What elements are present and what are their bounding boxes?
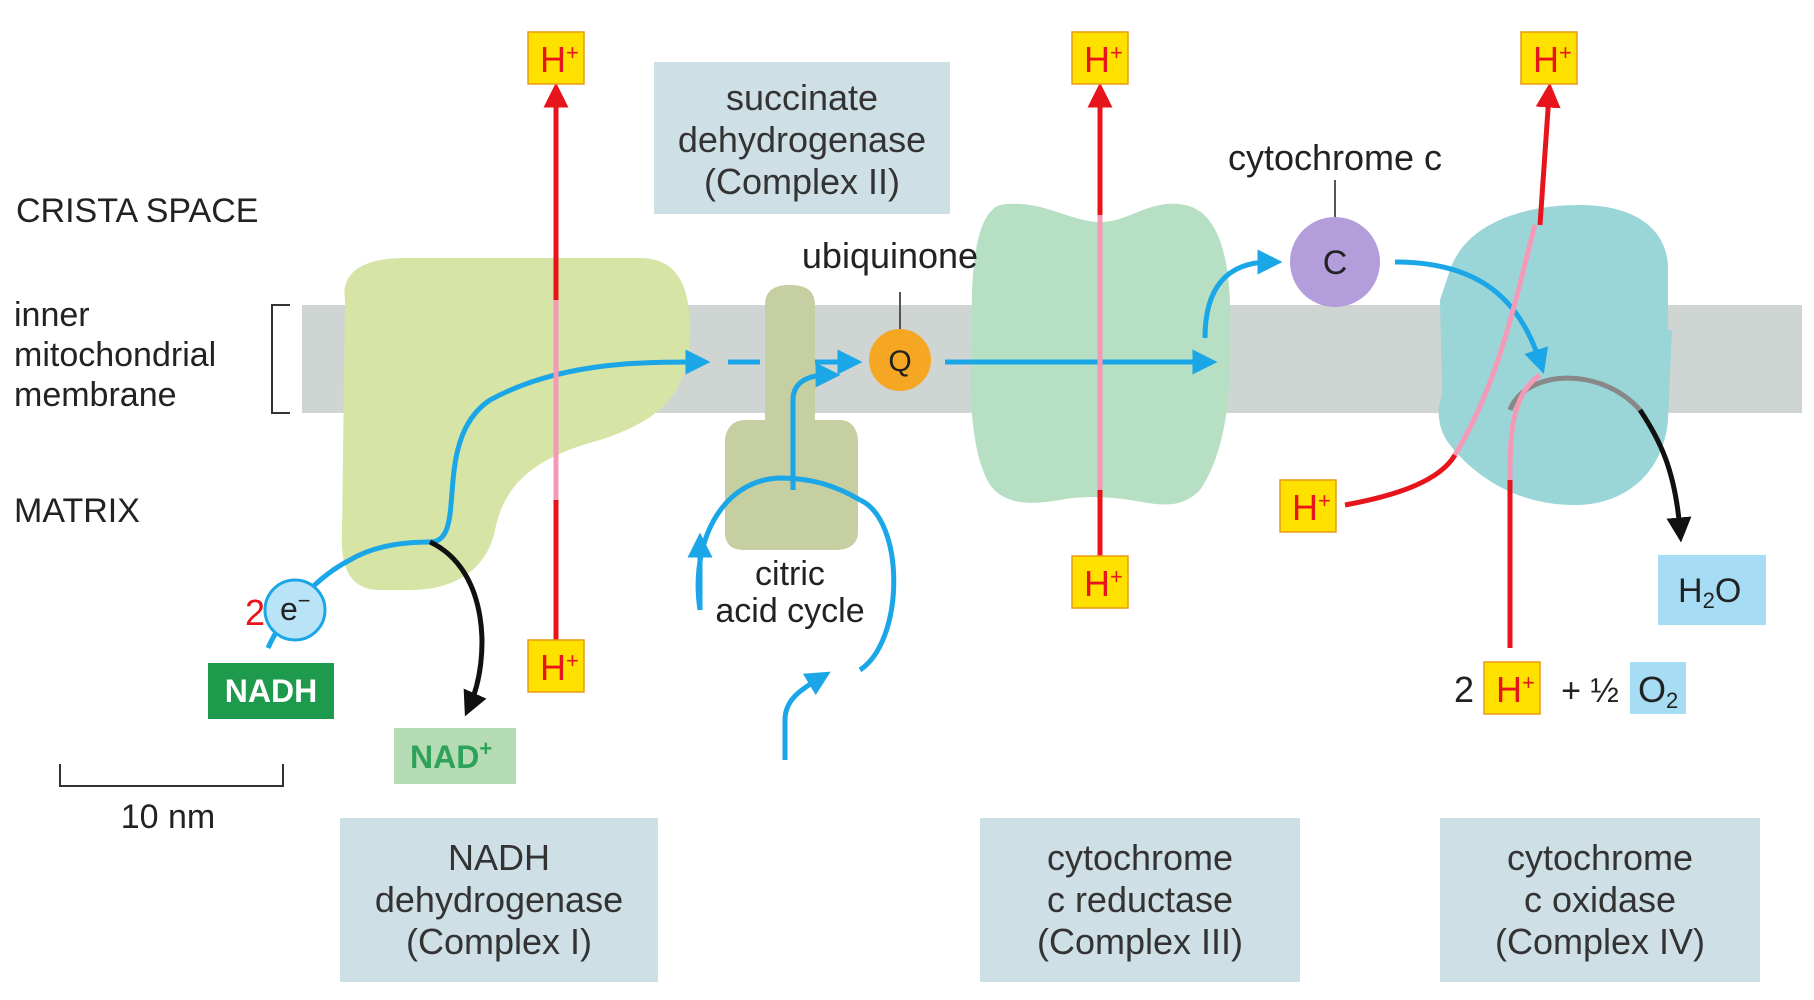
cytochrome-c-circle [1290,217,1380,307]
complex-4-label-box: cytochrome c oxidase (Complex IV) [1440,818,1760,982]
electron-circle [263,578,327,642]
oxygen-reaction-half: + ½ [1561,672,1619,710]
membrane-bracket [271,304,290,414]
svg-text:c oxidase: c oxidase [1524,879,1676,920]
electron-count: 2 [245,592,265,633]
svg-text:(Complex I): (Complex I) [406,921,592,962]
crista-space-label: CRISTA SPACE [16,192,258,230]
svg-text:H+: H+ [1292,487,1331,528]
scale-bar [59,764,284,787]
proton-box-c1-bottom: H+ [527,639,585,693]
proton-box-c3-top: H+ [1071,31,1129,85]
proton-box-oxygen-reaction: H+ [1483,661,1541,715]
ubiquinone-circle [869,329,931,391]
ubiquinone-label: ubiquinone [802,235,978,276]
svg-text:dehydrogenase: dehydrogenase [375,879,623,920]
svg-text:succinate: succinate [726,77,878,118]
svg-text:H+: H+ [540,39,579,80]
complex-1-shape [341,258,690,590]
complex-2-label-box: succinate dehydrogenase (Complex II) [654,62,950,214]
citric-acid-cycle-line1: citric [755,555,825,593]
nadh-to-nad-arrow [428,539,487,717]
svg-text:NADH: NADH [448,837,550,878]
complex-3-label-box: cytochrome c reductase (Complex III) [980,818,1300,982]
svg-text:cytochrome: cytochrome [1507,837,1693,878]
complex-1-label-box: NADH dehydrogenase (Complex I) [340,818,658,982]
svg-text:O2: O2 [1638,669,1678,713]
oxygen-box: O2 [1630,662,1686,714]
cytochrome-c-label: cytochrome c [1228,137,1442,178]
membrane-label-line1: inner [14,296,90,334]
proton-box-c3-bottom: H+ [1071,555,1129,609]
proton-arrows [543,82,1561,648]
membrane-label-line2: mitochondrial [14,336,216,374]
svg-text:H+: H+ [1496,669,1535,710]
svg-text:NADH: NADH [225,673,317,709]
svg-text:(Complex II): (Complex II) [704,161,900,202]
svg-text:(Complex IV): (Complex IV) [1495,921,1705,962]
citric-acid-cycle-line2: acid cycle [715,592,864,630]
svg-text:NAD+: NAD+ [410,736,492,775]
oxygen-reaction-coefficient: 2 [1454,669,1474,710]
oxygen-to-water-arrow [1507,375,1642,412]
proton-box-c4-matrix: H+ [1279,479,1337,533]
svg-text:H+: H+ [1533,39,1572,80]
svg-text:c reductase: c reductase [1047,879,1233,920]
citric-acid-cycle-loop [687,475,897,760]
svg-text:H+: H+ [540,647,579,688]
svg-text:H2O: H2O [1678,572,1741,613]
scale-bar-label: 10 nm [121,798,216,836]
nadh-box: NADH [208,663,334,719]
proton-box-c4-top: H+ [1520,31,1578,85]
svg-text:H+: H+ [1084,39,1123,80]
electron-symbol: e− [280,588,311,627]
complex-4-shape [1438,205,1672,505]
matrix-label: MATRIX [14,492,140,530]
cytochrome-c-symbol: C [1323,244,1348,282]
ubiquinone-symbol: Q [888,345,911,378]
proton-box-c1-top: H+ [527,31,585,85]
water-box: H2O [1658,555,1766,625]
svg-text:cytochrome: cytochrome [1047,837,1233,878]
svg-text:dehydrogenase: dehydrogenase [678,119,926,160]
membrane-label-line3: membrane [14,376,177,414]
nad-plus-box: NAD+ [394,728,516,784]
svg-text:(Complex III): (Complex III) [1037,921,1243,962]
svg-text:H+: H+ [1084,563,1123,604]
